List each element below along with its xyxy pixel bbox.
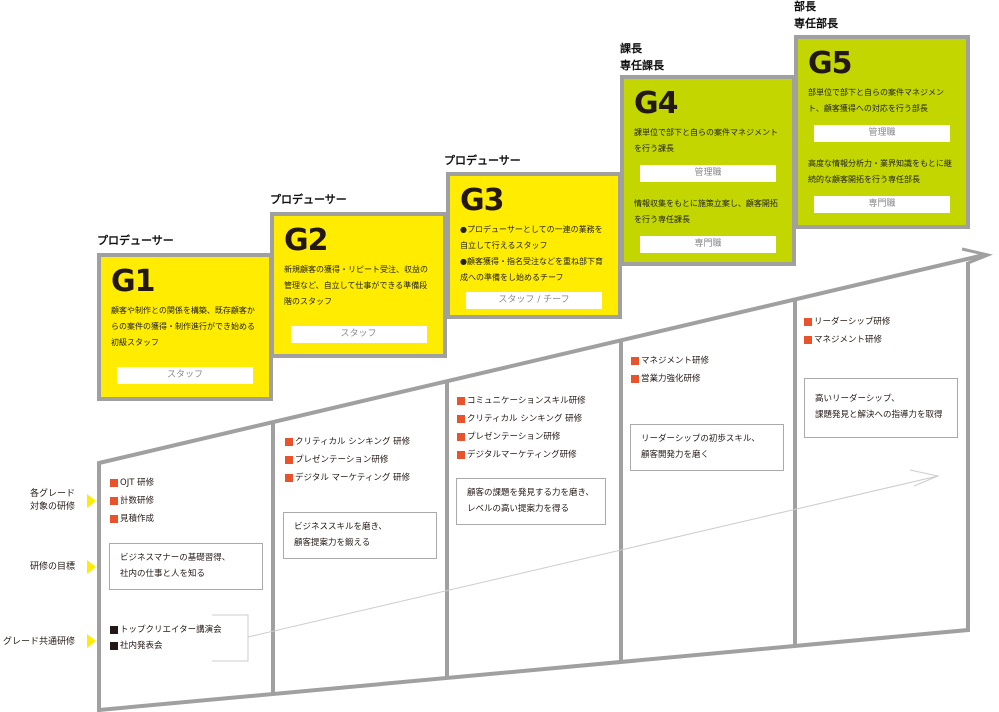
common-bracket bbox=[212, 614, 249, 662]
grade-description: 部単位で部下と自らの案件マネジメント、顧客獲得への対応を行う部長 bbox=[808, 88, 944, 113]
common-training-list: トップクリエイター講演会 社内発表会 bbox=[110, 622, 222, 654]
goal-box-g2: ビジネススキルを磨き、顧客提案力を鍛える bbox=[283, 512, 437, 559]
growth-line bbox=[247, 475, 939, 638]
triangle-marker-icon bbox=[87, 560, 96, 574]
grade-description: ●プロデューサーとしての一連の業務を自立して行えるスタッフ●顧客獲得・指名受注な… bbox=[460, 225, 603, 282]
arrow-head bbox=[961, 247, 994, 265]
orange-square-icon bbox=[631, 375, 639, 383]
grade-description: 高度な情報分析力・業界知識をもとに継続的な顧客開拓を行う専任部長 bbox=[808, 159, 952, 184]
training-item: デジタルマーケティング研修 bbox=[457, 446, 586, 464]
training-list-g1: OJT 研修 計数研修 見積作成 bbox=[110, 474, 154, 528]
orange-square-icon bbox=[457, 397, 465, 405]
training-item: マネジメント研修 bbox=[804, 331, 890, 349]
grade-card-g3: G3 ●プロデューサーとしての一連の業務を自立して行えるスタッフ●顧客獲得・指名… bbox=[446, 172, 622, 319]
grade-card-g4: G4 課単位で部下と自らの案件マネジメントを行う課長 管理職 情報収集をもとに施… bbox=[620, 75, 796, 266]
grade-name: G2 bbox=[284, 223, 329, 258]
goal-box-g1: ビジネスマナーの基礎習得、社内の仕事と人を知る bbox=[109, 543, 263, 590]
training-item: コミュニケーションスキル研修 bbox=[457, 392, 586, 410]
orange-square-icon bbox=[285, 474, 293, 482]
row-label-target-training: 各グレード 対象の研修 bbox=[29, 489, 75, 512]
training-item: クリティカル シンキング 研修 bbox=[285, 433, 410, 451]
goal-box-g4: リーダーシップの初歩スキル、顧客開発力を磨く bbox=[630, 424, 784, 471]
training-item: 見積作成 bbox=[110, 510, 154, 528]
training-list-g4: マネジメント研修 営業力強化研修 bbox=[631, 352, 709, 388]
training-item: OJT 研修 bbox=[110, 474, 154, 492]
training-item: 計数研修 bbox=[110, 492, 154, 510]
orange-square-icon bbox=[285, 456, 293, 464]
grade-description: 新規顧客の獲得・リピート受注、収益の管理など、自立して仕事ができる準備段階のスタ… bbox=[284, 265, 428, 306]
training-list-g3: コミュニケーションスキル研修 クリティカル シンキング 研修 プレゼンテーション… bbox=[457, 392, 586, 464]
orange-square-icon bbox=[457, 451, 465, 459]
orange-square-icon bbox=[457, 415, 465, 423]
orange-square-icon bbox=[457, 433, 465, 441]
orange-square-icon bbox=[110, 515, 118, 523]
role-label-g3: プロデューサー bbox=[444, 154, 521, 167]
grade-name: G3 bbox=[460, 183, 505, 218]
grade-card-g1: G1 顧客や制作との関係を構築、既存顧客からの案件の獲得・制作進行ができ始める初… bbox=[97, 253, 273, 401]
training-item: プレゼンテーション研修 bbox=[285, 451, 410, 469]
black-square-icon bbox=[110, 626, 118, 634]
grade-description: 課単位で部下と自らの案件マネジメントを行う課長 bbox=[634, 128, 778, 153]
grade-badge-specialist: 専門職 bbox=[640, 236, 776, 253]
role-label-g2: プロデューサー bbox=[270, 193, 347, 206]
training-list-g2: クリティカル シンキング 研修 プレゼンテーション研修 デジタル マーケティング… bbox=[285, 433, 410, 487]
frame-right-bottom bbox=[98, 262, 970, 712]
grade-badge: スタッフ / チーフ bbox=[466, 292, 602, 309]
grade-card-g2: G2 新規顧客の獲得・リピート受注、収益の管理など、自立して仕事ができる準備段階… bbox=[270, 212, 447, 358]
role-label-g5: 部長専任部長 bbox=[794, 0, 838, 30]
triangle-marker-icon bbox=[87, 634, 96, 648]
training-item: プレゼンテーション研修 bbox=[457, 428, 586, 446]
training-item: デジタル マーケティング 研修 bbox=[285, 469, 410, 487]
grade-description: 顧客や制作との関係を構築、既存顧客からの案件の獲得・制作進行ができ始める初級スタ… bbox=[111, 306, 255, 347]
orange-square-icon bbox=[804, 318, 812, 326]
role-label-g4: 課長専任課長 bbox=[620, 42, 664, 72]
training-list-g5: リーダーシップ研修 マネジメント研修 bbox=[804, 313, 890, 349]
row-label-goal: 研修の目標 bbox=[29, 562, 75, 572]
goal-box-g5: 高いリーダーシップ、課題発見と解決への指導力を取得 bbox=[804, 378, 958, 438]
common-training-item: トップクリエイター講演会 bbox=[110, 622, 222, 638]
triangle-marker-icon bbox=[87, 494, 96, 508]
grade-card-g5: G5 部単位で部下と自らの案件マネジメント、顧客獲得への対応を行う部長 管理職 … bbox=[794, 35, 970, 229]
goal-box-g3: 顧客の課題を発見する力を磨き、レベルの高い提案力を得る bbox=[456, 478, 606, 525]
grade-badge: スタッフ bbox=[290, 326, 427, 343]
frame-outline bbox=[97, 253, 985, 712]
grade-name: G1 bbox=[111, 264, 156, 299]
orange-square-icon bbox=[804, 336, 812, 344]
orange-square-icon bbox=[285, 438, 293, 446]
grade-badge-management: 管理職 bbox=[640, 165, 776, 182]
training-item: リーダーシップ研修 bbox=[804, 313, 890, 331]
growth-arrow-head bbox=[909, 469, 940, 487]
grade-name: G5 bbox=[808, 46, 853, 81]
orange-square-icon bbox=[110, 497, 118, 505]
grade-badge: スタッフ bbox=[117, 367, 253, 384]
row-label-common-training: グレード共通研修 bbox=[2, 637, 75, 647]
training-item: マネジメント研修 bbox=[631, 352, 709, 370]
grade-badge-specialist: 専門職 bbox=[814, 196, 950, 213]
training-item: 営業力強化研修 bbox=[631, 370, 709, 388]
common-training-item: 社内発表会 bbox=[110, 638, 222, 654]
black-square-icon bbox=[110, 642, 118, 650]
grade-name: G4 bbox=[634, 86, 679, 121]
orange-square-icon bbox=[110, 479, 118, 487]
training-item: クリティカル シンキング 研修 bbox=[457, 410, 586, 428]
orange-square-icon bbox=[631, 357, 639, 365]
role-label-g1: プロデューサー bbox=[97, 234, 174, 247]
grade-badge-management: 管理職 bbox=[814, 125, 950, 142]
grade-description: 情報収集をもとに施策立案し、顧客開拓を行う専任課長 bbox=[634, 199, 778, 224]
